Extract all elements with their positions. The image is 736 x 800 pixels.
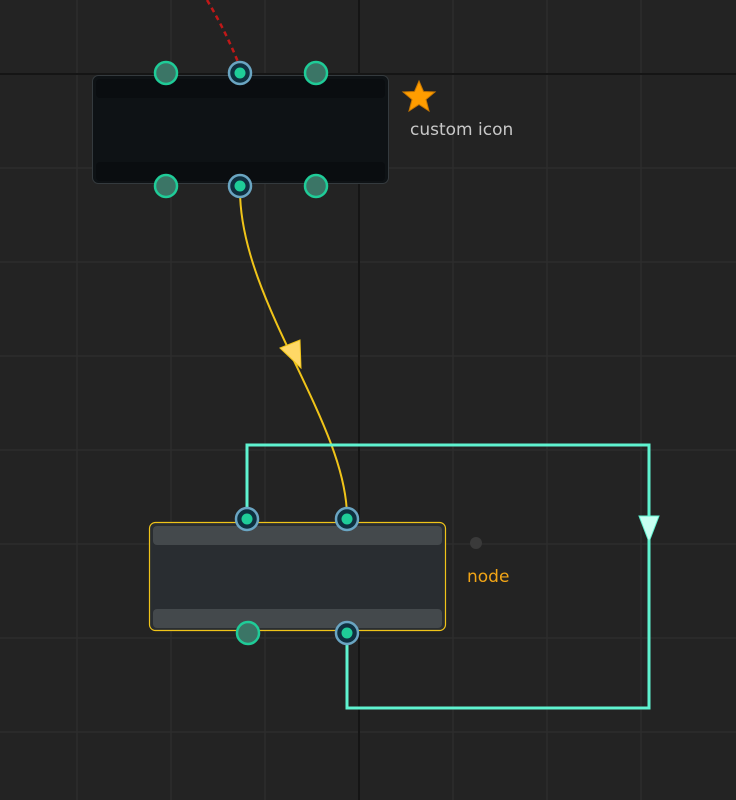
node[interactable] [148,521,447,632]
arrow-icon [638,515,660,544]
port [303,60,329,86]
arrow-icon [279,339,302,370]
custom-icon-node[interactable] [92,75,389,184]
port [153,60,179,86]
port [153,173,179,199]
ports[interactable] [153,60,360,646]
edge-self-loop[interactable] [245,443,651,710]
port [235,620,261,646]
custom-icon-node-label: custom icon [410,120,514,140]
edge-dashed-incoming[interactable] [205,0,240,63]
node-label: node [467,567,510,587]
dot-icon [470,537,482,549]
port [303,173,329,199]
star-icon [401,79,437,113]
